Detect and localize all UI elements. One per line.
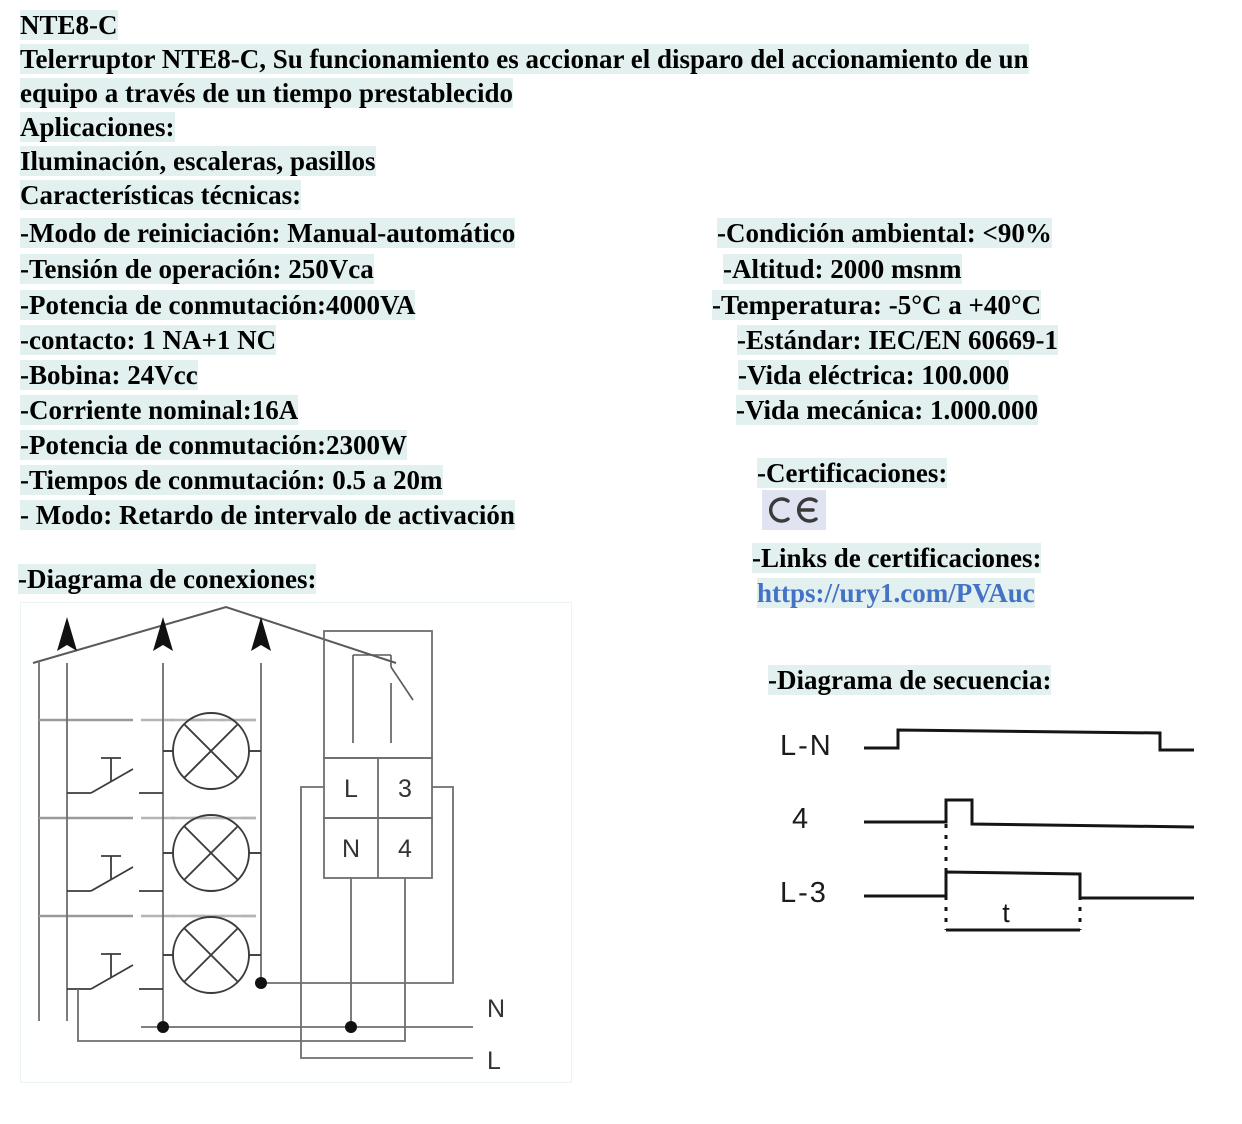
description-line-1: Telerruptor NTE8-C, Su funcionamiento es… [20,44,1029,74]
rail-label-N: N [487,995,505,1023]
signal-label-4: 4 [792,803,810,835]
rail-label-L: L [487,1047,501,1075]
spec-left-item: -Corriente nominal:16A [20,395,299,425]
wiring-diagram-label: -Diagrama de conexiones: [18,564,317,594]
spec-left-item: -Potencia de conmutación:2300W [20,430,407,460]
spec-left-item: -Modo de reiniciación: Manual-automático [20,218,516,248]
spec-left-item: -Potencia de conmutación:4000VA [20,290,416,320]
terminal-label-L: L [344,775,358,803]
description-line-2: equipo a través de un tiempo prestableci… [20,78,514,108]
spec-right-item: -Altitud: 2000 msnm [723,254,962,284]
sequence-diagram: L-N 4 L-3 t [770,700,1210,945]
sequence-diagram-label: -Diagrama de secuencia: [768,665,1052,695]
spec-right-item: -Estándar: IEC/EN 60669-1 [737,325,1059,355]
applications-label: Aplicaciones: [20,112,175,142]
certifications-label: -Certificaciones: [757,458,948,488]
terminal-label-N: N [342,835,360,863]
time-duration-label: t [1002,898,1010,928]
ce-mark-icon [762,490,826,530]
spec-left-item: -Tiempos de conmutación: 0.5 a 20m [20,465,443,495]
spec-left-item: -Tensión de operación: 250Vca [20,254,374,284]
terminal-label-3: 3 [398,775,412,803]
signal-label-ln: L-N [780,730,833,762]
spec-right-item: -Vida eléctrica: 100.000 [738,360,1010,390]
tech-specs-label: Características técnicas: [20,180,302,210]
page-title: NTE8-C [20,10,118,40]
terminal-label-4: 4 [398,835,412,863]
spec-right-item: -Temperatura: -5°C a +40°C [712,290,1042,320]
certification-links-label: -Links de certificaciones: [752,543,1042,573]
signal-label-l3: L-3 [780,877,828,909]
spec-right-item: -Condición ambiental: <90% [717,218,1052,248]
spec-left-item: -Bobina: 24Vcc [20,360,198,390]
wiring-diagram: L 3 N 4 [20,602,572,1083]
certification-link[interactable]: https://ury1.com/PVAuc [757,578,1035,608]
spec-right-item: -Vida mecánica: 1.000.000 [736,395,1038,425]
spec-left-item: -contacto: 1 NA+1 NC [20,325,277,355]
spec-left-item: - Modo: Retardo de intervalo de activaci… [20,500,515,530]
applications-value: Iluminación, escaleras, pasillos [20,146,376,176]
